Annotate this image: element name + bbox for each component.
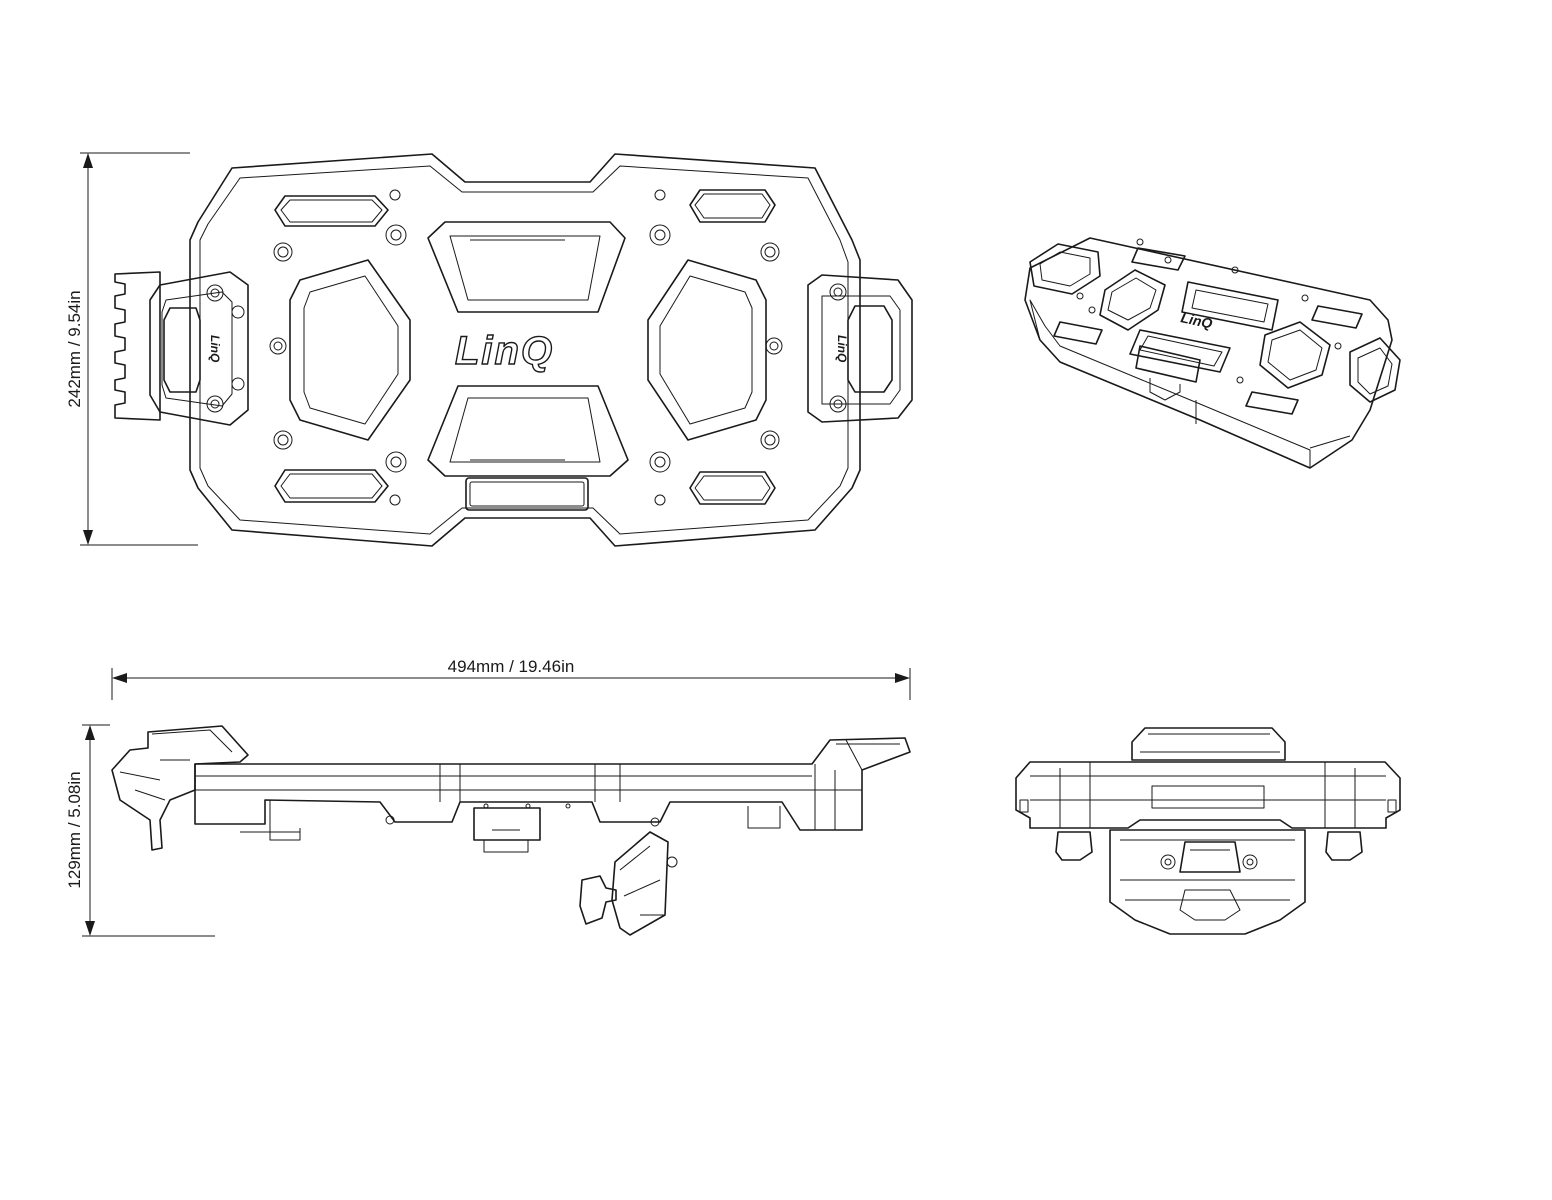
isometric-view: LinQ xyxy=(1024,237,1401,469)
svg-text:LinQ: LinQ xyxy=(835,335,849,363)
depth-dimension-label: 129mm / 5.08in xyxy=(65,771,84,888)
width-dimension: 494mm / 19.46in xyxy=(111,657,911,700)
height-dimension: 242mm / 9.54in xyxy=(65,152,198,546)
top-view-holes xyxy=(269,189,783,506)
svg-text:LinQ: LinQ xyxy=(208,335,222,363)
top-view: LinQ LinQ xyxy=(114,153,913,547)
top-view-plate-outline xyxy=(189,153,861,547)
width-dimension-label: 494mm / 19.46in xyxy=(448,657,575,676)
side-view xyxy=(111,725,911,936)
svg-text:LinQ: LinQ xyxy=(1179,309,1214,331)
depth-dimension: 129mm / 5.08in xyxy=(65,724,215,937)
top-view-logo: LinQ xyxy=(455,329,554,373)
front-view xyxy=(1015,727,1401,935)
right-latch: LinQ xyxy=(807,274,913,423)
height-dimension-label: 242mm / 9.54in xyxy=(65,290,84,407)
left-latch: LinQ xyxy=(114,271,249,426)
